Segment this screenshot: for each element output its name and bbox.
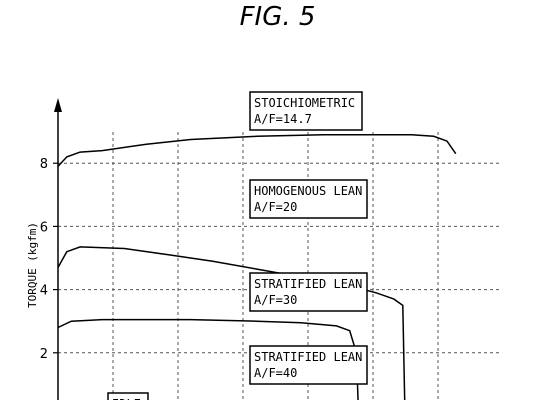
curve-label-line2-2: A/F=30 (254, 293, 297, 307)
y-axis-arrow (54, 98, 62, 112)
curve-label-box-3 (249, 345, 368, 385)
curve-label-box-1 (249, 179, 368, 219)
curve-label-box-2 (249, 272, 368, 312)
figure-title: FIG. 5 (239, 2, 316, 32)
series-line-0 (57, 134, 457, 167)
curve-label-box-4 (107, 392, 149, 400)
axes: TORQUE (kgfm) (26, 98, 62, 400)
series-lines (57, 134, 457, 400)
curve-label-line1-0: STOICHIOMETRIC (254, 96, 355, 110)
y-ticks: 2 4 6 8 (40, 157, 58, 362)
y-tick-label-4: 4 (40, 284, 48, 299)
curve-label-line1-1: HOMOGENOUS LEAN (254, 184, 362, 198)
curve-label-line1-3: STRATIFIED LEAN (254, 350, 362, 364)
y-tick-label-8: 8 (40, 157, 48, 172)
y-tick-label-6: 6 (40, 220, 48, 235)
curve-label-line1-2: STRATIFIED LEAN (254, 277, 362, 291)
curve-label-line2-1: A/F=20 (254, 200, 297, 214)
curve-label-line1-4: IDLE (112, 397, 141, 400)
series-line-2 (57, 318, 359, 400)
curve-label-line2-3: A/F=40 (254, 366, 297, 380)
series-line-1 (57, 246, 406, 400)
curve-label-box-0 (249, 91, 363, 131)
curve-label-line2-0: A/F=14.7 (254, 112, 312, 126)
y-axis-label: TORQUE (kgfm) (26, 222, 39, 308)
y-tick-label-2: 2 (40, 347, 48, 362)
